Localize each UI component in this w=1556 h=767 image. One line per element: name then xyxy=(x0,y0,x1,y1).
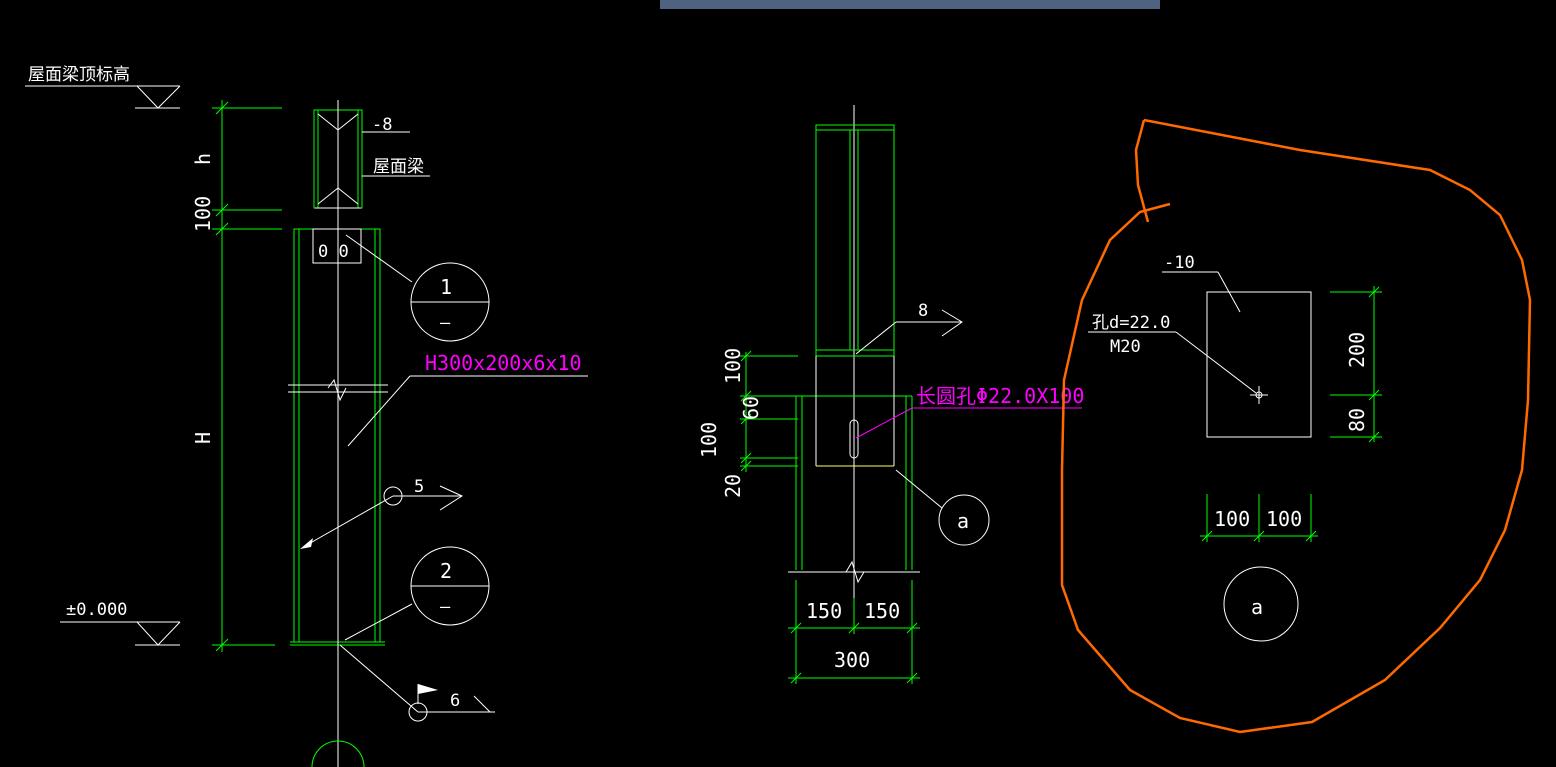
detail-a-view: -10 孔d=22.0 M20 200 80 100 100 a xyxy=(1060,118,1532,734)
dimension-100-top: 100 xyxy=(721,348,745,384)
bottom-marker-circle xyxy=(311,740,365,767)
dimension-100: 100 xyxy=(191,196,215,232)
slot-hole xyxy=(849,419,859,459)
svg-text:a: a xyxy=(1251,595,1263,619)
weld-flag-6 xyxy=(418,684,438,694)
dimension-200: 200 xyxy=(1345,332,1369,368)
weld-symbol-8 xyxy=(941,309,963,337)
bolt-holes-label: 0 0 xyxy=(318,242,349,262)
plate-10-label: -10 xyxy=(1164,253,1195,273)
svg-text:8: 8 xyxy=(918,301,928,321)
dimension-100-mid: 100 xyxy=(697,422,721,458)
dimension-150-left: 150 xyxy=(806,599,842,623)
dimension-100-right: 100 xyxy=(1266,507,1302,531)
break-symbol xyxy=(327,378,347,402)
elevation-triangle-top xyxy=(136,85,181,109)
hole-diameter-label: 孔d=22.0 xyxy=(1092,313,1170,333)
detail-bubble-a-large[interactable] xyxy=(1223,566,1299,642)
svg-text:2: 2 xyxy=(440,559,452,583)
bolt-m20-label: M20 xyxy=(1110,337,1141,357)
dimension-20: 20 xyxy=(721,474,745,498)
svg-text:—: — xyxy=(440,597,451,617)
svg-text:—: — xyxy=(440,313,451,333)
dimension-300: 300 xyxy=(834,648,870,672)
connection-detail: 8 长圆孔Φ22.0X100 a 100 60 xyxy=(697,105,1084,684)
dimension-60: 60 xyxy=(739,396,763,420)
base-plate xyxy=(1206,291,1312,438)
elevation-triangle-bottom xyxy=(136,621,181,646)
svg-text:a: a xyxy=(957,509,969,533)
elevation-zero-label: ±0.000 xyxy=(66,600,127,620)
slot-hole-label: 长圆孔Φ22.0X100 xyxy=(916,384,1084,408)
weld-symbol-5 xyxy=(439,485,464,511)
column-elevation: 屋面梁顶标高 h 100 H -8 屋面梁 0 0 xyxy=(25,65,588,767)
svg-text:5: 5 xyxy=(414,477,424,497)
plate-8-label: -8 xyxy=(372,115,392,135)
revision-cloud-markup[interactable] xyxy=(1060,118,1532,734)
dimension-H: H xyxy=(191,432,215,444)
detail-bubble-a[interactable] xyxy=(938,494,990,546)
svg-text:1: 1 xyxy=(440,275,452,299)
svg-text:6: 6 xyxy=(450,691,460,711)
dimension-100-left: 100 xyxy=(1214,507,1250,531)
dimension-80: 80 xyxy=(1345,408,1369,432)
upper-beam xyxy=(815,124,895,357)
dimension-150-right: 150 xyxy=(864,599,900,623)
dimension-h: h xyxy=(191,153,215,165)
window-top-bar xyxy=(660,0,1160,9)
steel-column-body xyxy=(293,228,381,643)
roof-beam-label: 屋面梁 xyxy=(373,157,424,177)
roof-beam-top-elevation-label: 屋面梁顶标高 xyxy=(28,65,130,85)
section-label-H300x200x6x10: H300x200x6x10 xyxy=(425,351,582,375)
